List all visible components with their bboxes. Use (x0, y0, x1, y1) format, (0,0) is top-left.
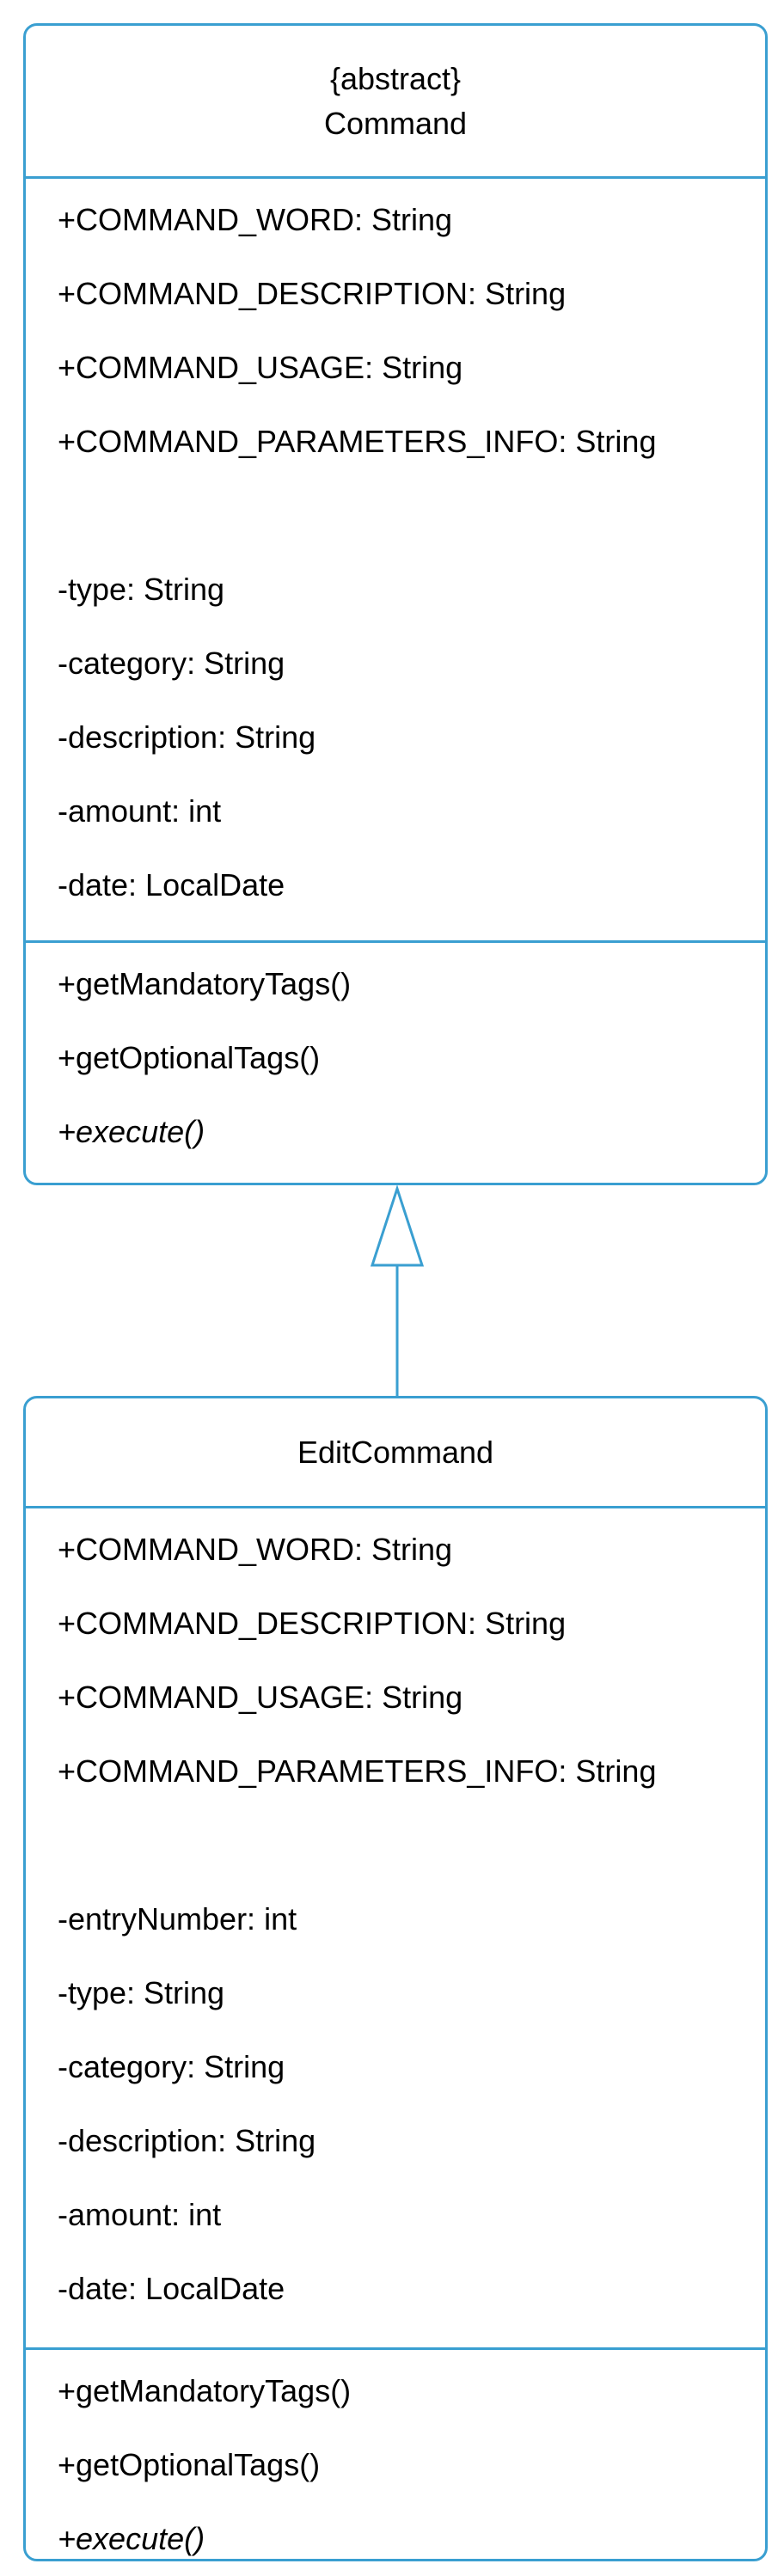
command-attribute: +COMMAND_WORD: String (58, 202, 453, 237)
edit-command-attribute: -amount: int (58, 2197, 222, 2232)
command-attribute: -date: LocalDate (58, 867, 285, 903)
edit-command-class-box: EditCommand +COMMAND_WORD: String +COMMA… (23, 1396, 768, 2561)
command-attribute: +COMMAND_DESCRIPTION: String (58, 276, 567, 311)
command-stereotype: {abstract} (329, 60, 462, 96)
command-attribute: +COMMAND_PARAMETERS_INFO: String (58, 424, 657, 459)
command-methods: +getMandatoryTags() +getOptionalTags() +… (26, 943, 765, 1169)
edit-command-attribute: -category: String (58, 2049, 285, 2084)
command-method: +getOptionalTags() (58, 1040, 321, 1075)
edit-command-method: +getMandatoryTags() (58, 2373, 352, 2408)
edit-command-attribute: +COMMAND_DESCRIPTION: String (58, 1606, 567, 1641)
generalization-arrowhead (370, 1184, 425, 1267)
command-attribute: -description: String (58, 719, 316, 755)
command-attribute: -amount: int (58, 793, 222, 829)
edit-command-attribute-spacer (58, 1808, 765, 1882)
command-attributes: +COMMAND_WORD: String +COMMAND_DESCRIPTI… (26, 179, 765, 943)
command-attribute: -type: String (58, 572, 225, 607)
edit-command-attribute: +COMMAND_USAGE: String (58, 1680, 463, 1715)
edit-command-attribute: -date: LocalDate (58, 2271, 285, 2306)
edit-command-method-abstract: +execute() (58, 2521, 205, 2556)
command-method: +getMandatoryTags() (58, 966, 352, 1001)
edit-command-attribute: +COMMAND_PARAMETERS_INFO: String (58, 1753, 657, 1789)
command-method-abstract: +execute() (58, 1114, 205, 1149)
edit-command-attribute: +COMMAND_WORD: String (58, 1532, 453, 1567)
edit-command-method: +getOptionalTags() (58, 2447, 321, 2482)
command-class-name: Command (323, 105, 468, 141)
command-attribute: +COMMAND_USAGE: String (58, 350, 463, 385)
command-attribute-spacer (58, 479, 765, 553)
edit-command-attributes: +COMMAND_WORD: String +COMMAND_DESCRIPTI… (26, 1508, 765, 2350)
command-class-header: {abstract} Command (26, 26, 765, 179)
command-class-box: {abstract} Command +COMMAND_WORD: String… (23, 23, 768, 1185)
edit-command-class-header: EditCommand (26, 1398, 765, 1508)
command-attribute: -category: String (58, 646, 285, 681)
edit-command-class-name: EditCommand (297, 1434, 494, 1470)
edit-command-methods: +getMandatoryTags() +getOptionalTags() +… (26, 2350, 765, 2576)
edit-command-attribute: -entryNumber: int (58, 1901, 297, 1937)
edit-command-attribute: -description: String (58, 2123, 316, 2158)
edit-command-attribute: -type: String (58, 1975, 225, 2010)
